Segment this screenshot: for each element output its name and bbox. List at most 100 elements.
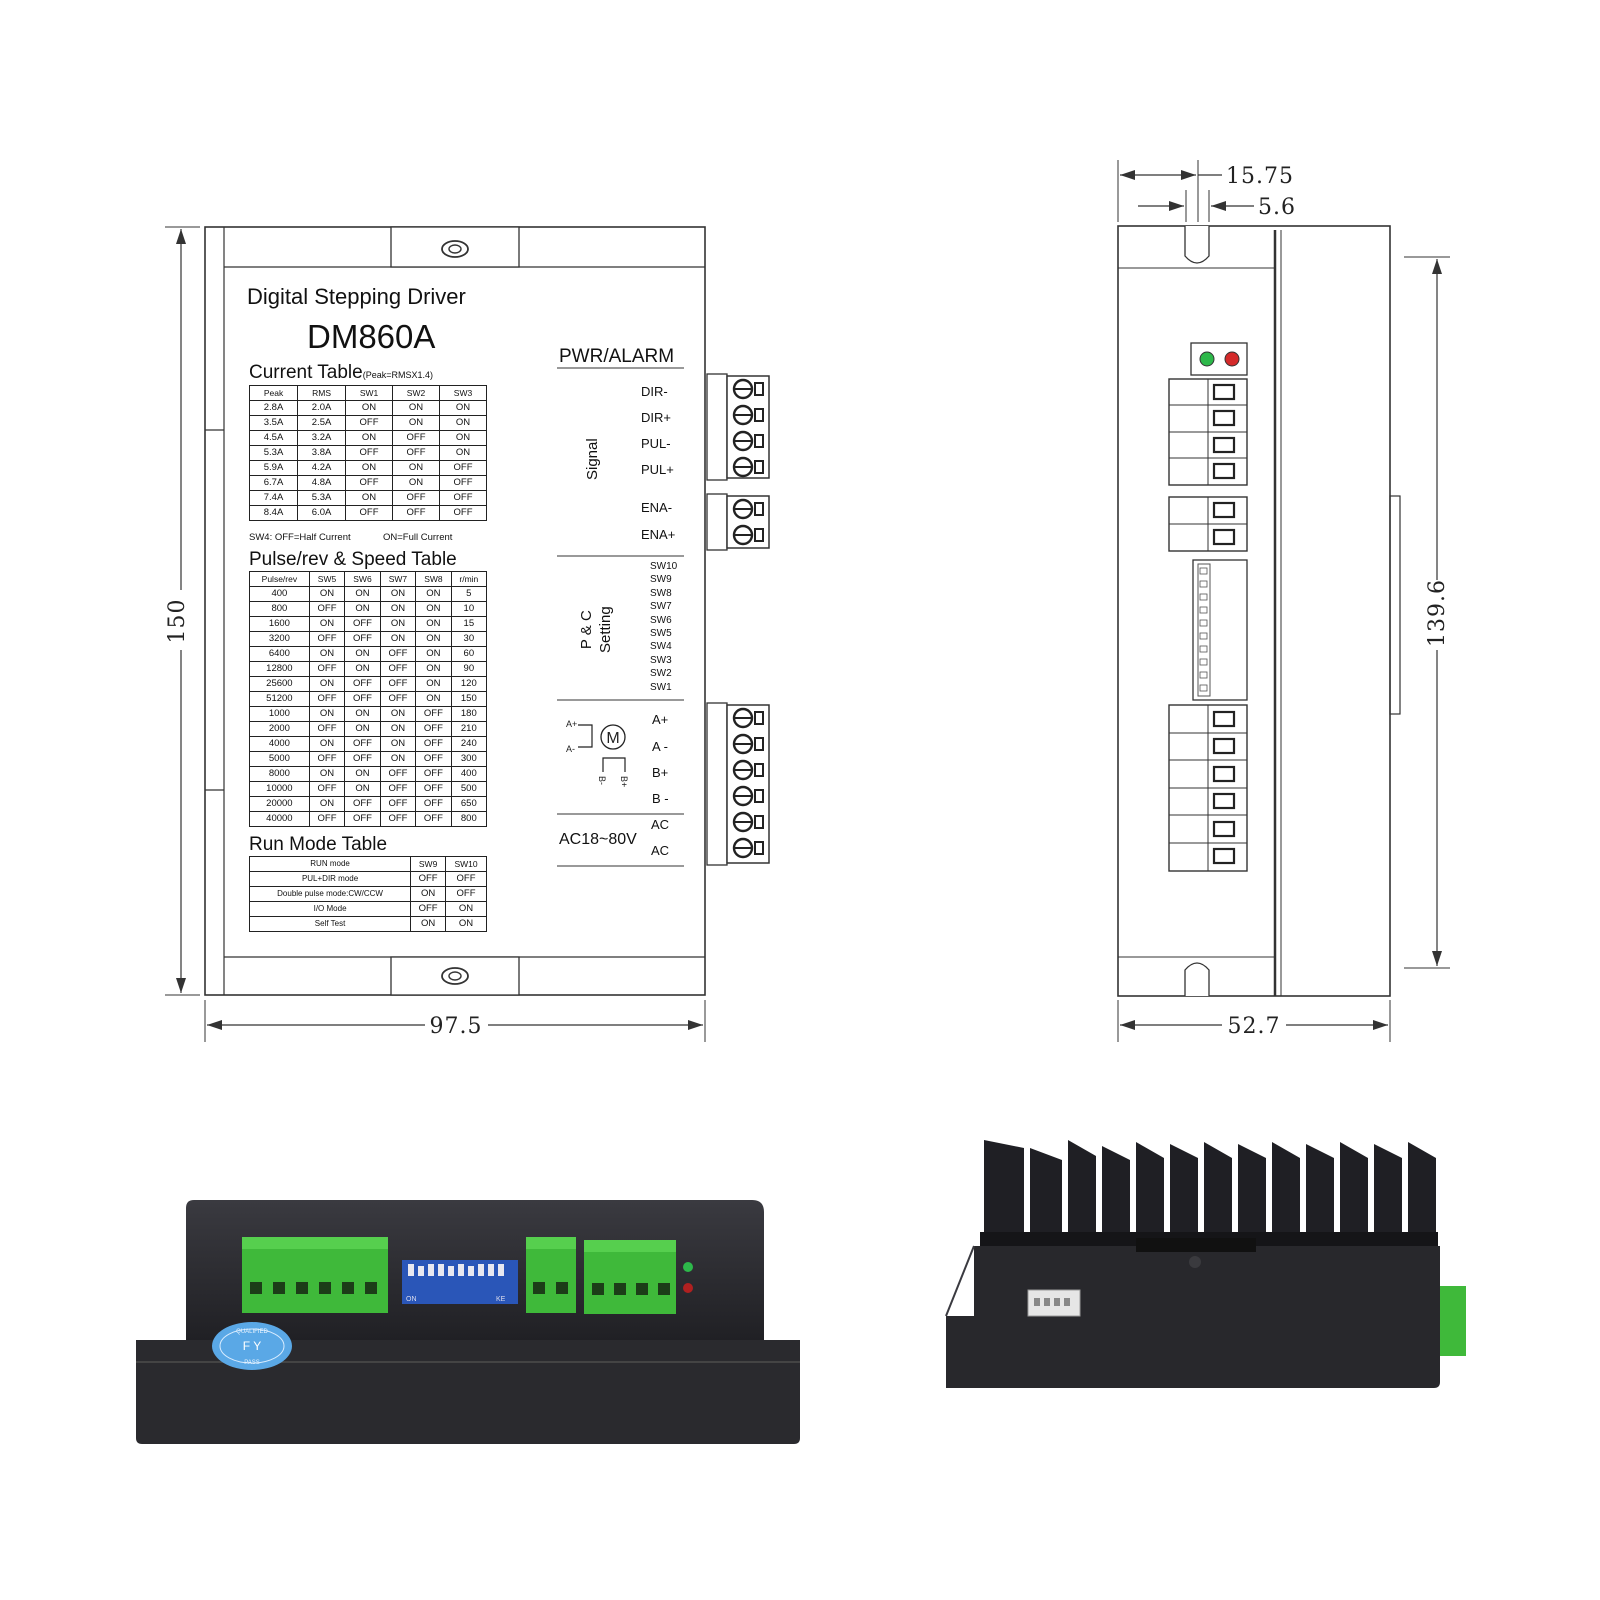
svg-text:A+: A+ [566,719,577,729]
bottom-slot [1184,962,1210,996]
current-table-cell: 2.5A [297,415,347,431]
svg-text:52.7: 52.7 [1228,1014,1281,1039]
current-table-cell: OFF [345,505,394,521]
side-motor-terminal-block [1168,704,1248,872]
dimension-width-97-5: 97.5 [204,1000,706,1042]
front-view-drawing: M A+ A- B- B+ 150 97.5 [165,226,770,1042]
dip-switch-label: SW9 [650,574,672,586]
svg-text:15.75: 15.75 [1226,164,1294,189]
model-number: DM860A [307,318,436,355]
terminal-b-plus: B+ [652,765,669,780]
driver-front-photo: ON KE QUALIFIED F Y PASS [136,1200,800,1444]
pulse-table-cell: OFF [415,811,452,827]
side-signal-terminal-block [1168,378,1248,486]
side-flange [1389,495,1401,715]
svg-text:QUALIFIED: QUALIFIED [236,1329,268,1335]
driver-heatsink-photo [945,1140,1466,1388]
dimension-height-150: 150 [165,226,200,996]
svg-text:KE: KE [496,1296,506,1303]
pulse-table-cell: 800 [450,811,488,827]
dip-switch-label: SW8 [650,587,672,599]
green-terminal-edge [1440,1286,1466,1356]
svg-text:M: M [606,730,619,747]
svg-text:B+: B+ [619,776,629,787]
photo-pwr-led-icon [683,1262,693,1272]
side-enable-terminal-block [1168,496,1248,552]
side-outline [1117,225,1391,997]
pulse-table-cell: OFF [415,706,452,722]
terminal-dir-plus: DIR+ [641,410,671,425]
terminal-a-plus: A+ [652,712,669,727]
svg-text:B-: B- [597,776,607,785]
sw4-note-full: ON=Full Current [383,532,453,543]
terminal-ac-1: AC [651,817,670,832]
dip-switch-label: SW5 [650,628,672,640]
enable-terminal-block [706,493,770,551]
power-input-label: AC18~80V [559,831,637,848]
pulse-table-cell: ON [415,616,452,632]
green-terminal-4pin [584,1240,676,1314]
dimension-flange-15-75: 15.75 [1117,160,1294,222]
pwr-alarm-label: PWR/ALARM [559,346,675,367]
current-table-title: Current Table(Peak=RMSX1.4) [249,362,433,384]
top-slot [1184,226,1210,264]
dimension-slot-5-6: 5.6 [1138,190,1296,222]
current-table-cell: 6.0A [297,505,347,521]
terminal-b-minus: B - [652,791,669,806]
pwr-led-icon [1199,351,1215,367]
top-mount-tab [390,226,520,268]
signal-terminal-block [706,373,770,481]
dip-switch-label: SW6 [650,614,672,626]
svg-text:A-: A- [566,744,575,754]
current-table-cell: OFF [392,505,440,521]
product-title: Digital Stepping Driver [247,284,466,309]
green-terminal-6pin [242,1237,388,1313]
current-table-cell: 8.4A [248,505,299,521]
svg-text:F Y: F Y [243,1339,261,1353]
pulse-table-title: Pulse/rev & Speed Table [249,549,457,570]
run-mode-table-cell: ON [445,916,487,932]
dimension-side-height-139-6: 139.6 [1404,256,1450,969]
svg-text:139.6: 139.6 [1425,579,1450,647]
heatsink-fins [984,1140,1436,1240]
photo-alarm-led-icon [683,1283,693,1293]
current-table-peak-note: (Peak=RMSX1.4) [362,370,433,380]
side-dip-switch [1192,559,1248,701]
terminal-ena-plus: ENA+ [641,527,676,542]
pulse-table-cell: ON [415,586,452,602]
bottom-mount-tab [390,956,520,996]
current-table-cell: OFF [439,460,487,476]
dimension-side-width-52-7: 52.7 [1117,1000,1391,1042]
svg-text:5.6: 5.6 [1258,195,1296,220]
run-mode-table-cell: Self Test [248,916,412,932]
motor-wiring-symbol: M A+ A- B- B+ [566,719,629,787]
side-view-drawing: 15.75 5.6 139.6 52.7 [1117,160,1450,1042]
dip-switch-label: SW1 [650,681,672,693]
dip-switch-label: SW7 [650,601,672,613]
pulse-table-cell: 40000 [249,811,310,827]
terminal-pul-minus: PUL- [641,436,671,451]
terminal-pul-plus: PUL+ [641,462,674,477]
current-table-title-text: Current Table [249,362,363,383]
terminal-ena-minus: ENA- [641,500,673,515]
green-terminal-2pin [526,1237,576,1313]
dip-switch-label: SW3 [650,654,672,666]
svg-text:ON: ON [406,1296,417,1303]
